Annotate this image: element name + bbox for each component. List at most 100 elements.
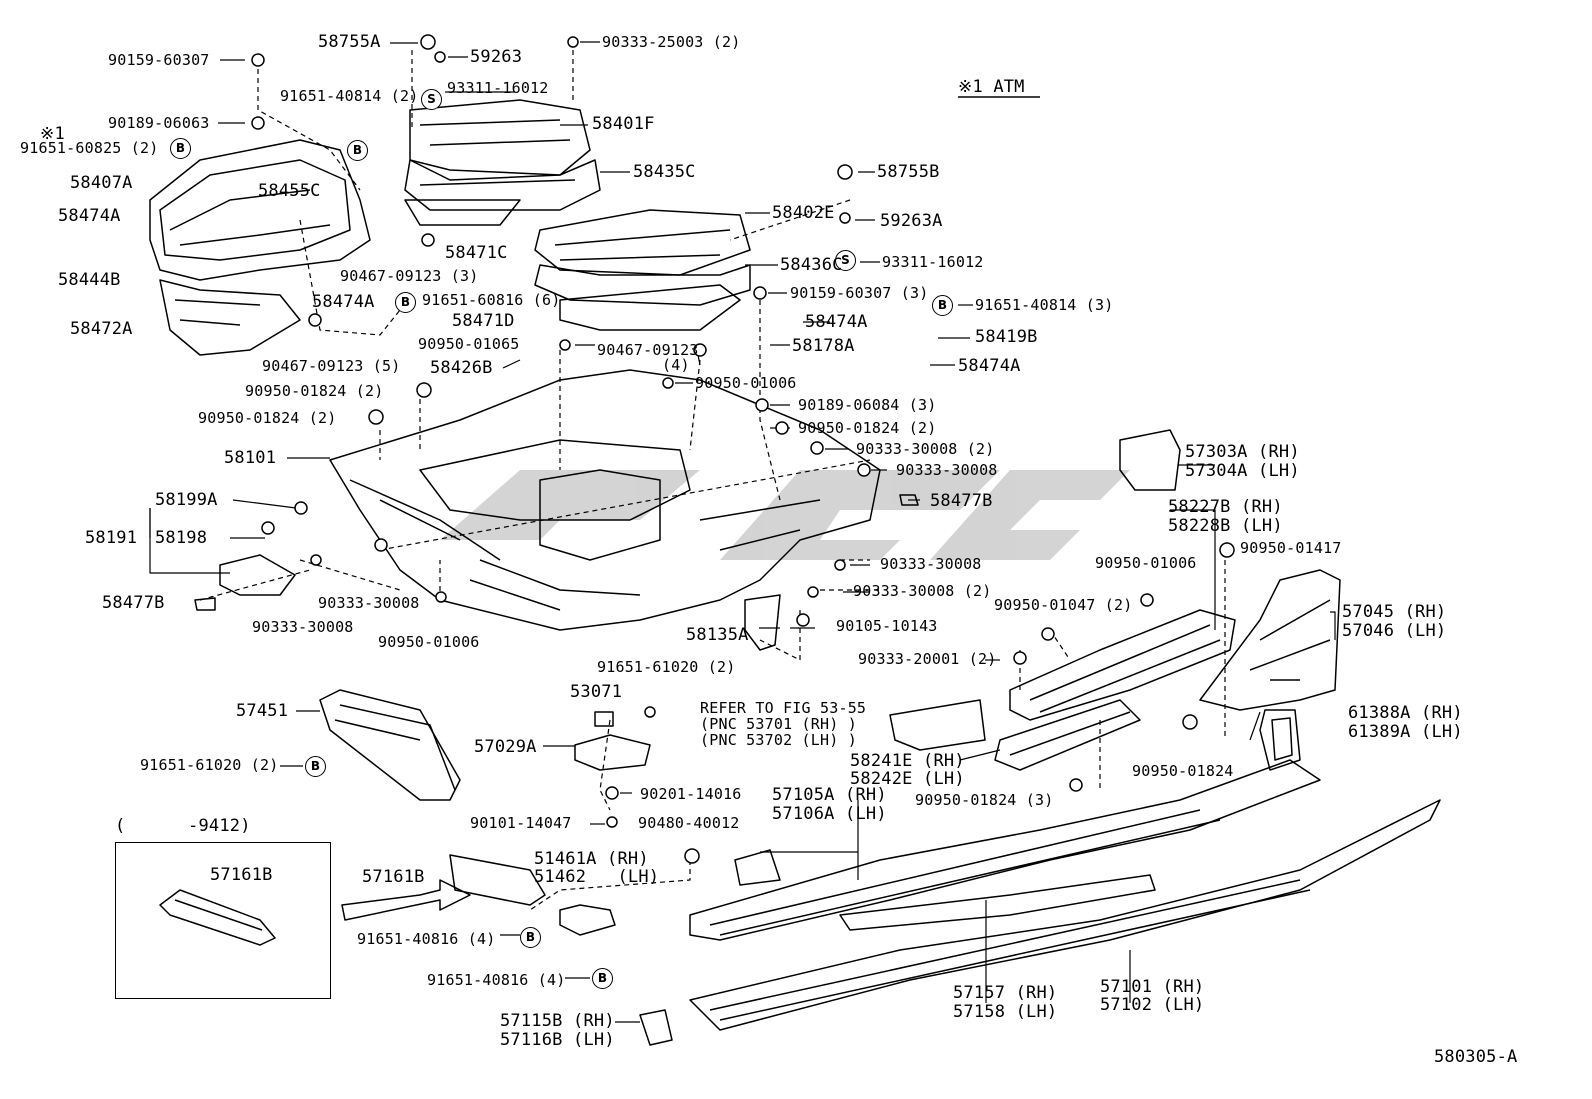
part-label: 90950-01065	[418, 335, 520, 353]
part-label: 91651-61020 (2)	[597, 658, 736, 676]
part-label: 90950-01824 (2)	[245, 382, 384, 400]
part-label: 90467-09123 (5)	[262, 357, 401, 375]
part-label: 58228B (LH)	[1168, 516, 1283, 536]
lower-brackets	[194, 494, 986, 936]
part-label: 58198	[155, 528, 208, 548]
part-label: 57161B	[362, 867, 425, 887]
part-label: 57045 (RH)	[1342, 602, 1447, 622]
inset-part	[159, 889, 276, 946]
part-label: 57451	[236, 701, 289, 721]
part-label: 58436C	[780, 255, 843, 275]
part-label: 58227B (RH)	[1168, 497, 1283, 517]
part-label: 58101	[224, 448, 277, 468]
part-label: 90480-40012	[638, 814, 740, 832]
bolt-symbol: B	[347, 140, 368, 161]
side-members	[994, 429, 1341, 771]
part-label: 58477B	[930, 491, 993, 511]
part-label: 57105A (RH)	[772, 785, 887, 805]
part-label: 57116B (LH)	[500, 1030, 615, 1050]
part-label: 53071	[570, 682, 623, 702]
part-label: 90189-06084 (3)	[798, 396, 937, 414]
figure-code: 580305-A	[1434, 1047, 1518, 1067]
part-label: 58191	[85, 528, 138, 548]
part-label: 58444B	[58, 270, 121, 290]
part-label: 90950-01824 (3)	[915, 791, 1054, 809]
leader-lines	[199, 50, 1226, 911]
part-label: 90333-30008	[252, 618, 354, 636]
part-label: 90950-01417	[1240, 539, 1342, 557]
part-label: 90105-10143	[836, 617, 938, 635]
part-label: 90950-01824 (2)	[198, 409, 337, 427]
part-label: 90333-30008	[880, 555, 982, 573]
part-label: 58242E (LH)	[850, 769, 965, 789]
part-label: 58402E	[772, 203, 835, 223]
part-label: 58755B	[877, 162, 940, 182]
part-label: 91651-40814 (3)	[975, 296, 1114, 314]
part-label: 90159-60307 (3)	[790, 284, 929, 302]
part-label: 90159-60307	[108, 51, 210, 69]
part-label: 90201-14016	[640, 785, 742, 803]
part-label: 58426B	[430, 358, 493, 378]
part-label: 90950-01006	[378, 633, 480, 651]
side-rails	[639, 759, 1441, 1046]
refer-line-2: (PNC 53701 (RH) )	[700, 715, 857, 733]
part-label: 59263	[470, 47, 523, 67]
atm-note: ※1 ATM	[958, 77, 1025, 97]
part-label: 58474A	[805, 312, 868, 332]
part-label: 57158 (LH)	[953, 1002, 1058, 1022]
part-label: 91651-60825 (2)	[20, 139, 159, 157]
part-label: 58407A	[70, 173, 133, 193]
bolt-symbol: B	[395, 292, 416, 313]
part-label: 58455C	[258, 181, 321, 201]
part-label: 57046 (LH)	[1342, 621, 1447, 641]
part-label: 90333-30008 (2)	[853, 582, 992, 600]
part-label: 90101-14047	[470, 814, 572, 832]
part-label: 59263A	[880, 211, 943, 231]
fasteners	[251, 34, 1235, 864]
part-label: 57029A	[474, 737, 537, 757]
screw-symbol: S	[835, 250, 856, 271]
part-label: 90333-30008	[318, 594, 420, 612]
refer-line-1: REFER TO FIG 53-55	[700, 699, 867, 717]
part-label: (4)	[662, 356, 690, 374]
part-label: 58474A	[312, 292, 375, 312]
upper-floor-panels	[404, 99, 751, 331]
part-label: 58474A	[958, 356, 1021, 376]
bolt-symbol: B	[170, 138, 191, 159]
part-label: 90467-09123	[597, 341, 699, 359]
bolt-symbol: B	[932, 295, 953, 316]
inset-frame	[115, 842, 331, 999]
part-label: 90950-01047 (2)	[994, 596, 1133, 614]
floor-pan-main	[329, 369, 881, 631]
part-label: 90333-30008	[896, 461, 998, 479]
part-label: 57304A (LH)	[1185, 461, 1300, 481]
part-label: 90467-09123 (3)	[340, 267, 479, 285]
part-label: 90950-01006	[695, 374, 797, 392]
part-label: 90333-20001 (2)	[858, 650, 997, 668]
refer-line-3: (PNC 53702 (LH) )	[700, 731, 857, 749]
part-label: 58474A	[58, 206, 121, 226]
part-label: 58435C	[633, 162, 696, 182]
inset-part-label: 57161B	[210, 865, 273, 885]
part-label: 57101 (RH)	[1100, 977, 1205, 997]
part-label: 91651-40814 (2)	[280, 87, 419, 105]
bolt-symbol: B	[592, 968, 613, 989]
part-label: 58401F	[592, 114, 655, 134]
part-label: 58477B	[102, 593, 165, 613]
part-label: 91651-40816 (4)	[427, 971, 566, 989]
part-label: 61388A (RH)	[1348, 703, 1463, 723]
part-label: 91651-60816 (6)	[422, 291, 561, 309]
part-label: 58135A	[686, 625, 749, 645]
part-label: 91651-40816 (4)	[357, 930, 496, 948]
part-label: 90950-01824	[1132, 762, 1234, 780]
part-label: 57303A (RH)	[1185, 442, 1300, 462]
part-label: 58241E (RH)	[850, 751, 965, 771]
part-label: 58755A	[318, 32, 381, 52]
part-label: 57106A (LH)	[772, 804, 887, 824]
part-label: 51462 (LH)	[534, 867, 660, 887]
part-label: 58419B	[975, 327, 1038, 347]
part-label: 90189-06063	[108, 114, 210, 132]
bolt-symbol: B	[520, 927, 541, 948]
